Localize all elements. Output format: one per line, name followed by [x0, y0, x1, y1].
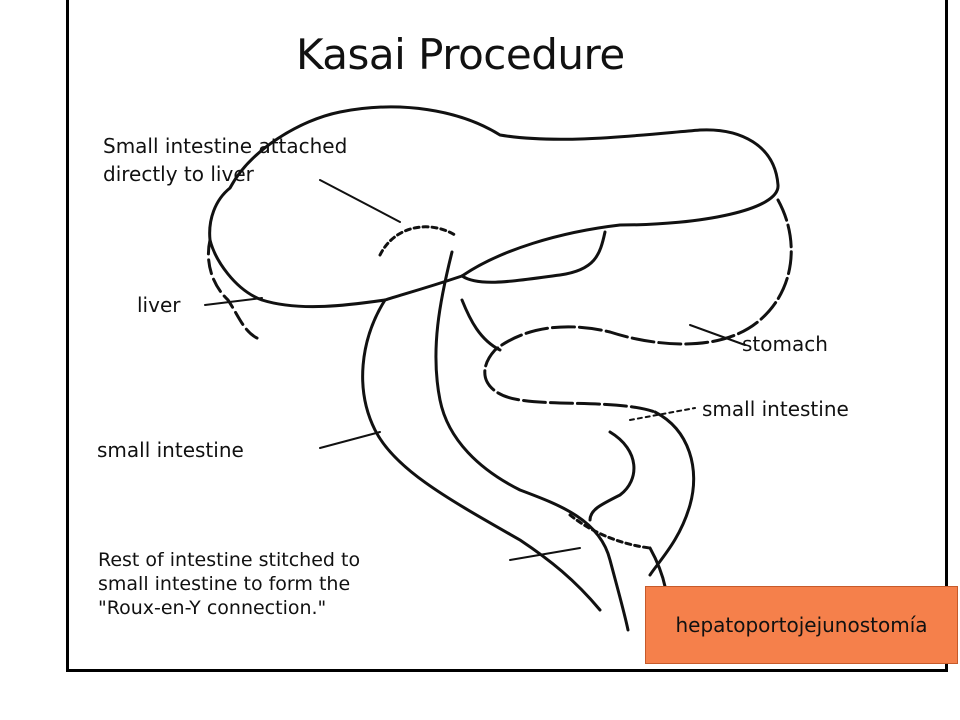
label-small-intestine-attached: Small intestine attached directly to liv… [103, 132, 347, 188]
intestine-loop [648, 410, 696, 577]
intestine-loop-inner [588, 430, 636, 522]
stomach-outline [460, 230, 607, 284]
label-stomach: stomach [742, 332, 828, 356]
liver-outline [208, 105, 780, 309]
callout-text: hepatoportojejunostomía [675, 613, 928, 637]
roux-limb-left [361, 298, 602, 612]
diagram-frame [66, 0, 948, 672]
stomach-lower [460, 298, 502, 352]
leader-si-left [319, 431, 381, 449]
label-small-intestine-left: small intestine [97, 438, 244, 462]
label-line: Small intestine attached [103, 134, 348, 158]
leader-stomach [689, 324, 746, 346]
callout-box: hepatoportojejunostomía [645, 586, 958, 664]
label-line: Rest of intestine stitched to [98, 549, 361, 571]
label-small-intestine-right: small intestine [702, 397, 849, 421]
leader-liver [204, 297, 263, 306]
leader-si-right [629, 407, 696, 421]
roux-en-y-stitches [568, 513, 652, 550]
leader-rest [509, 547, 581, 561]
roux-limb-right [434, 250, 630, 632]
label-liver: liver [137, 293, 181, 317]
label-roux-en-y: Rest of intestine stitched to small inte… [98, 548, 360, 620]
label-line: "Roux-en-Y connection." [98, 597, 327, 619]
diagram-title: Kasai Procedure [296, 30, 625, 79]
leader-attached [319, 179, 401, 223]
liver-left-edge [206, 238, 264, 342]
label-line: directly to liver [103, 162, 254, 186]
anastomosis-stitches [378, 225, 457, 257]
stomach-outer [483, 198, 793, 414]
label-line: small intestine to form the [98, 573, 351, 595]
